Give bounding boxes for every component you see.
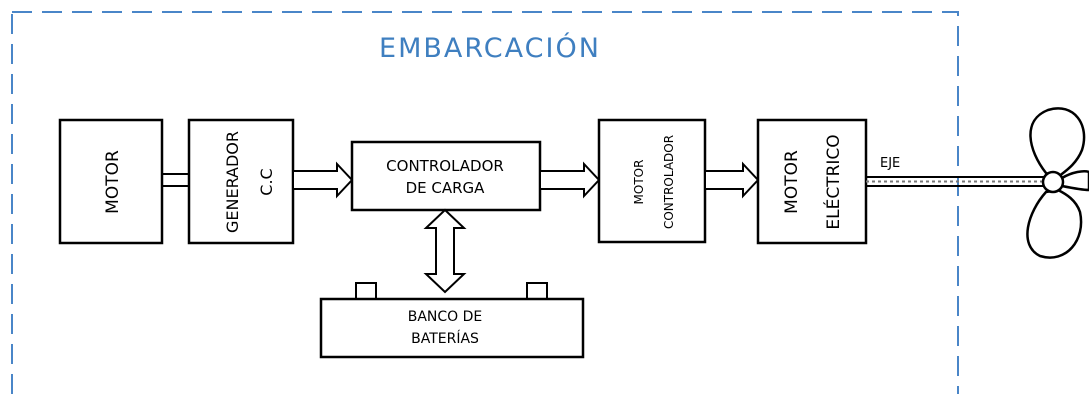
shaft-label: EJE xyxy=(880,156,900,171)
motor-controller-block xyxy=(597,118,707,244)
electric-motor-label-line1: MOTOR xyxy=(782,150,802,214)
motor-controller-label-line1: MOTOR xyxy=(632,160,646,205)
electric-motor-label-line2: ELÉCTRICO xyxy=(822,134,844,229)
battery-bank-block xyxy=(319,297,585,359)
arrow-charge-controller-batteries xyxy=(423,208,467,294)
shaft xyxy=(866,176,1048,187)
arrow-charge-controller-to-motor-controller xyxy=(539,161,601,199)
generator-label-line1: GENERADOR xyxy=(223,131,242,233)
generator-block xyxy=(187,118,295,245)
battery-bank-label-line2: BATERÍAS xyxy=(411,330,479,347)
charge-controller-label-line1: CONTROLADOR xyxy=(386,157,504,175)
diagram-title: EMBARCACIÓN xyxy=(379,32,601,64)
generator-label-line2: C.C xyxy=(257,168,276,195)
charge-controller-block xyxy=(350,140,542,212)
embarcacion-boundary xyxy=(11,11,959,394)
arrow-motor-controller-to-electric-motor xyxy=(704,161,760,199)
propeller-icon xyxy=(1026,107,1089,259)
motor-controller-label-line2: CONTROLADOR xyxy=(662,135,676,229)
electric-motor-block xyxy=(756,118,868,245)
battery-bank-label-line1: BANCO DE xyxy=(408,309,483,325)
battery-terminal-right xyxy=(526,282,548,300)
motor-block xyxy=(58,118,164,245)
arrow-generator-to-charge-controller xyxy=(292,161,354,199)
battery-terminal-left xyxy=(355,282,377,300)
motor-label: MOTOR xyxy=(103,150,123,214)
charge-controller-label-line2: DE CARGA xyxy=(406,179,486,197)
